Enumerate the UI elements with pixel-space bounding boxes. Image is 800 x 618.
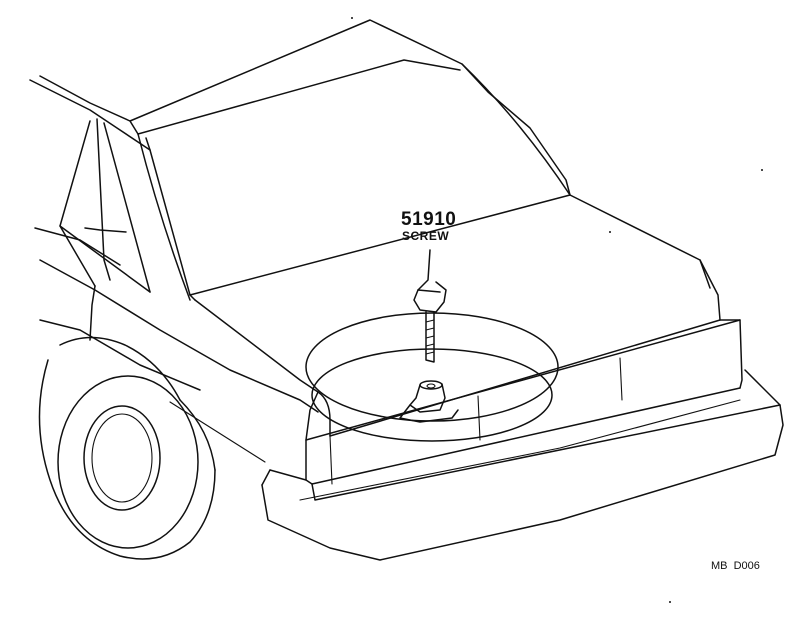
roof-and-rear-window [39,19,571,301]
car-side-body [29,79,319,463]
rear-wheel [38,336,216,560]
part-name-label: SCREW [402,229,450,243]
screw-51910 [413,249,447,363]
part-number-label: 51910 [401,209,457,230]
spare-tire-well [305,312,559,442]
rear-bumper [261,369,784,561]
scan-specks [351,17,763,603]
trunk-lid [189,194,721,437]
spare-tire-mount [399,380,459,423]
figure-code: MB D006 [711,560,760,572]
rear-panel [305,319,743,485]
